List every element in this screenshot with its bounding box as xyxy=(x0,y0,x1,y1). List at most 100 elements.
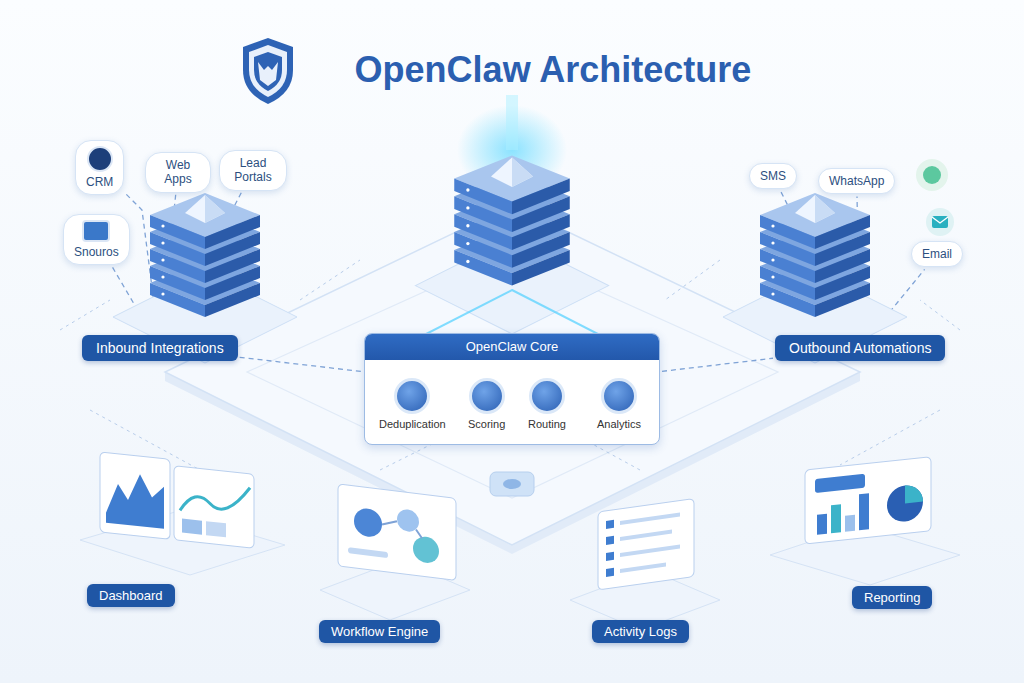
activity-log-screen xyxy=(620,512,680,524)
source-bubble: Lead Portals xyxy=(219,150,287,191)
channel-bubble: Email xyxy=(911,241,963,267)
channel-icon xyxy=(916,159,948,191)
reporting-screen xyxy=(815,474,865,493)
channel-icon xyxy=(932,217,948,223)
channel-icon xyxy=(926,208,954,236)
core-tile xyxy=(490,472,534,496)
activity-log-screen xyxy=(606,520,614,529)
reporting-screen xyxy=(805,457,931,544)
section-label: Inbound Integrations xyxy=(82,335,238,361)
activity-log-screen xyxy=(606,568,614,577)
logo-shield xyxy=(243,38,293,104)
reporting-screen xyxy=(859,493,869,530)
reporting-screen xyxy=(817,514,827,535)
reporting-screen xyxy=(831,504,841,533)
node-label: CRM xyxy=(86,175,113,189)
dashboard-screen xyxy=(182,519,202,535)
node-icon xyxy=(394,378,430,414)
dashboard-screen xyxy=(100,452,170,539)
node-label: Web Apps xyxy=(156,158,200,187)
module-label: Dashboard xyxy=(87,584,175,607)
core-tile xyxy=(490,472,534,496)
reporting-screen xyxy=(887,484,923,524)
dashboard-screen xyxy=(174,466,254,548)
decor-line xyxy=(60,300,110,330)
node-label: Snouros xyxy=(74,245,119,259)
module-label: Activity Logs xyxy=(592,620,689,643)
logo-shield xyxy=(258,62,278,86)
activity-log-screen xyxy=(620,562,666,572)
node-icon xyxy=(601,378,637,414)
activity-log-screen xyxy=(620,530,672,541)
workflow-screen xyxy=(338,484,456,580)
logo-shield xyxy=(249,45,287,97)
node-label: Routing xyxy=(528,418,566,430)
core-module: Scoring xyxy=(468,378,505,430)
node-label: Email xyxy=(922,247,952,261)
channel-icon xyxy=(916,159,954,236)
panel-heading: OpenClaw Core xyxy=(365,334,659,360)
node-icon xyxy=(529,378,565,414)
source-bubble: CRM xyxy=(75,140,124,195)
node-label: Activity Logs xyxy=(604,624,677,639)
logo-shield xyxy=(243,38,293,104)
node-icon xyxy=(469,378,505,414)
decor-line xyxy=(665,260,720,300)
node-label: Outbound Automations xyxy=(789,340,931,356)
activity-log-screen xyxy=(570,499,720,630)
dashed-connector xyxy=(240,357,362,371)
reporting-screen xyxy=(845,515,855,532)
source-bubble: Snouros xyxy=(63,214,130,265)
node-label: Lead Portals xyxy=(230,156,276,185)
dashboard-screen xyxy=(180,480,250,517)
logo-shield xyxy=(254,52,282,91)
workflow-screen xyxy=(382,519,422,538)
node-label: Dashboard xyxy=(99,588,163,603)
workflow-screen xyxy=(348,547,388,558)
activity-log-screen xyxy=(598,499,694,590)
node-label: Workflow Engine xyxy=(331,624,428,639)
core-panel: OpenClaw CoreDeduplication Scoring Routing… xyxy=(364,333,660,445)
activity-log-screen xyxy=(598,499,694,590)
channel-icon xyxy=(932,216,948,228)
reporting-screen xyxy=(770,457,960,585)
node-label: SMS xyxy=(760,169,786,183)
node-label: Inbound Integrations xyxy=(96,340,224,356)
server-stack xyxy=(415,155,608,334)
module-label: Workflow Engine xyxy=(319,620,440,643)
channel-bubble: SMS xyxy=(749,163,797,189)
decor-line xyxy=(840,410,940,465)
module-label: Reporting xyxy=(852,586,932,609)
workflow-screen xyxy=(397,508,419,533)
node-icon xyxy=(82,220,110,242)
activity-log-screen xyxy=(606,552,614,561)
node-label: Analytics xyxy=(597,418,641,430)
dashboard-screen xyxy=(100,452,254,548)
workflow-screen xyxy=(338,484,456,580)
node-label: Deduplication xyxy=(379,418,446,430)
core-module: Deduplication xyxy=(379,378,446,430)
workflow-screen xyxy=(354,507,382,538)
channel-icon xyxy=(923,166,941,184)
core-tile xyxy=(503,479,521,489)
node-label: Reporting xyxy=(864,590,920,605)
channel-bubble: WhatsApp xyxy=(818,168,895,194)
decor-line xyxy=(920,300,960,330)
node-icon xyxy=(87,146,113,172)
node-label: Scoring xyxy=(468,418,505,430)
dashboard-screen xyxy=(80,452,285,575)
workflow-screen xyxy=(413,535,439,564)
core-module: Analytics xyxy=(597,378,641,430)
server-stack xyxy=(506,95,518,150)
activity-log-screen xyxy=(606,536,614,545)
reporting-screen xyxy=(805,457,931,544)
decor-line xyxy=(300,260,360,300)
source-bubble: Web Apps xyxy=(145,152,211,193)
dashboard-screen xyxy=(206,521,226,537)
workflow-screen xyxy=(320,484,470,620)
dashboard-screen xyxy=(106,471,164,529)
core-module: Routing xyxy=(528,378,566,430)
reporting-screen xyxy=(905,484,923,504)
activity-log-screen xyxy=(620,544,680,556)
